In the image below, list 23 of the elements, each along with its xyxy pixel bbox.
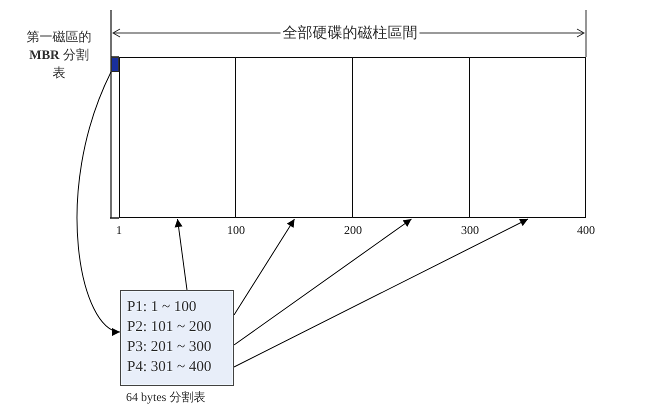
cylinder-region <box>119 57 236 218</box>
cylinder-number: 1 <box>116 223 122 238</box>
mbr-block <box>111 57 119 72</box>
cylinder-region <box>353 57 470 218</box>
cylinder-region <box>236 57 353 218</box>
partition-entry: P3: 201 ~ 300 <box>127 338 212 357</box>
cylinder-region <box>470 57 586 218</box>
dimension-label: 全部硬碟的磁柱區間 <box>280 24 420 42</box>
arrow <box>174 218 188 290</box>
cylinder-number: 100 <box>227 223 245 238</box>
table-caption: 64 bytes 分割表 <box>126 389 206 406</box>
partition-entry: P4: 301 ~ 400 <box>127 358 212 377</box>
partition-entry: P1: 1 ~ 100 <box>127 298 198 317</box>
partition-table-box <box>120 290 234 386</box>
arrow <box>234 218 528 368</box>
cylinder-number: 200 <box>344 223 362 238</box>
cylinder-number: 300 <box>461 223 479 238</box>
mbr-label: 第一磁區的 MBR 分割表 <box>26 28 92 82</box>
arrow <box>76 72 120 334</box>
arrow <box>234 218 412 346</box>
arrow <box>234 218 295 316</box>
partition-entry: P2: 101 ~ 200 <box>127 318 212 337</box>
cylinder-number: 400 <box>577 223 595 238</box>
